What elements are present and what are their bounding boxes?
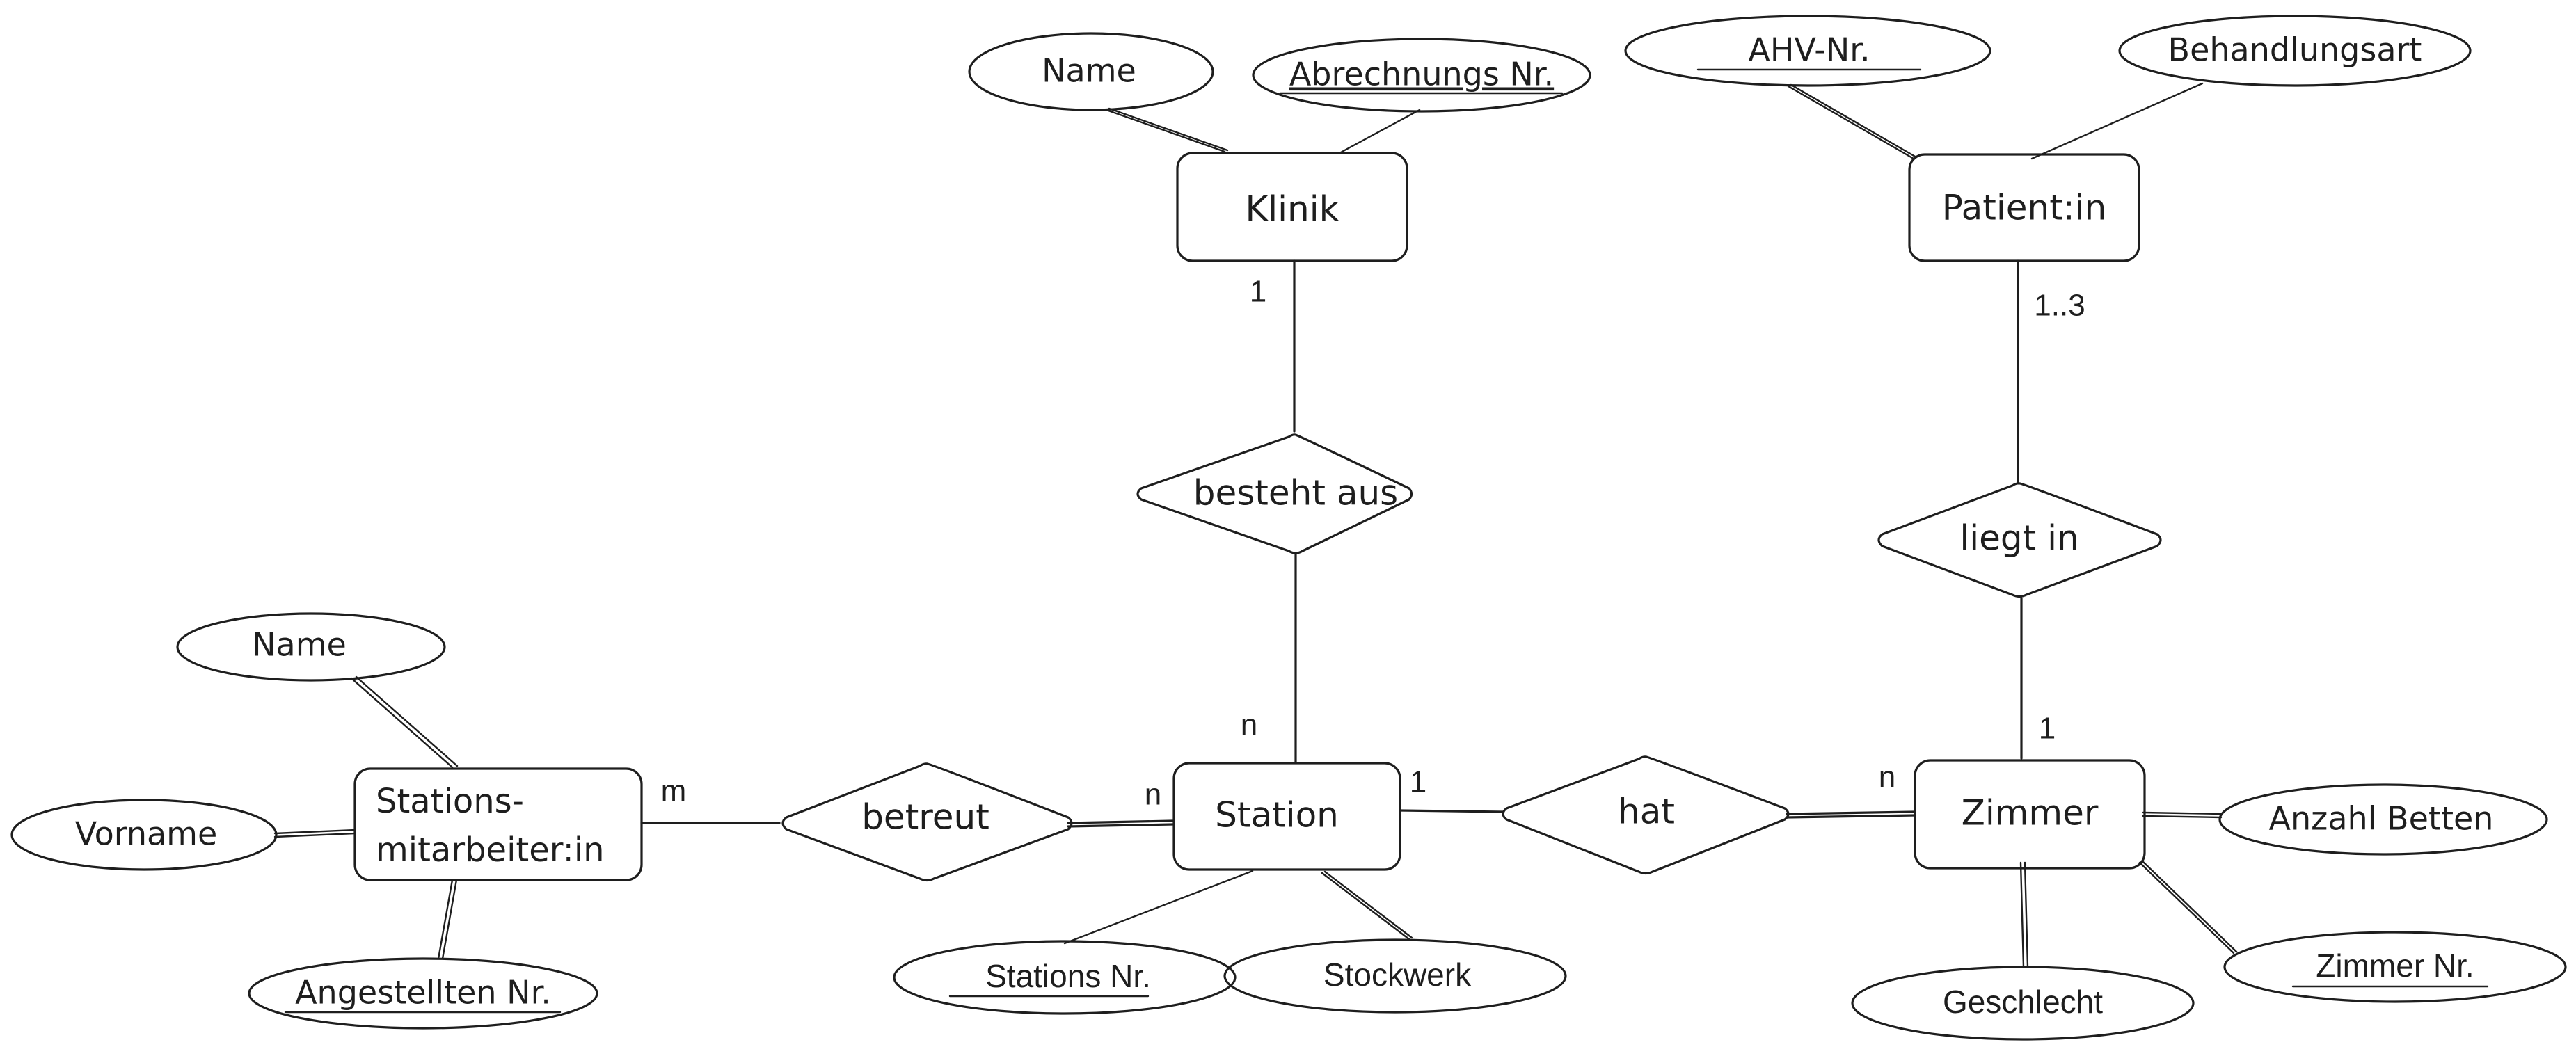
svg-text:Vorname: Vorname (75, 815, 218, 853)
line-station-nr (1063, 870, 1254, 945)
svg-text:Geschlecht: Geschlecht (1943, 984, 2103, 1020)
cardinality-klinik-besteht: 1 (1250, 275, 1266, 309)
line-station-stockwerk (1321, 872, 1410, 941)
attribute-zimmer-nr[interactable]: Zimmer Nr. (2223, 931, 2567, 1003)
attribute-mitarbeiter-vorname[interactable]: Vorname (10, 799, 278, 871)
cardinality-labels: 1 n 1..3 1 m n 1 n (661, 275, 2085, 812)
relationship-label: hat (1618, 792, 1675, 832)
attribute-patient-ahv-nr[interactable]: AHV-Nr. (1624, 15, 1991, 87)
line-klinik-abrechnungs (1338, 109, 1421, 154)
cardinality-station-besteht: n (1241, 708, 1257, 742)
svg-text:Anzahl Betten: Anzahl Betten (2269, 800, 2494, 838)
key-attribute-label: Abrechnungs Nr. (1289, 56, 1554, 93)
svg-text:Stockwerk: Stockwerk (1323, 957, 1472, 993)
entity-klinik[interactable]: Klinik (1176, 152, 1408, 262)
key-attribute-label: Stations Nr. (985, 958, 1151, 994)
attribute-zimmer-anzahl-betten[interactable]: Anzahl Betten (2218, 783, 2548, 856)
relationship-liegt-in[interactable]: liegt in (1877, 482, 2162, 598)
relationship-label: besteht aus (1193, 473, 1398, 513)
line-patient-ahv (1787, 85, 1915, 160)
attribute-zimmer-geschlecht[interactable]: Geschlecht (1851, 966, 2195, 1041)
line-mitarbeiter-name (350, 677, 454, 769)
attribute-klinik-name[interactable]: Name (968, 32, 1214, 111)
key-attribute-label: AHV-Nr. (1748, 31, 1870, 69)
connector-lines (273, 82, 2238, 968)
attribute-mitarbeiter-name[interactable]: Name (176, 612, 446, 682)
svg-text:Behandlungsart: Behandlungsart (2168, 31, 2422, 69)
attribute-mitarbeiter-angestellten-nr[interactable]: Angestellten Nr. (248, 957, 598, 1030)
line-station-hat (1399, 809, 1504, 813)
attribute-station-stations-nr[interactable]: Stations Nr. (893, 940, 1237, 1015)
entity-patient[interactable]: Patient:in (1908, 153, 2140, 262)
line-patient-behandlung (2030, 82, 2204, 160)
key-attribute-label: Zimmer Nr. (2316, 947, 2474, 984)
relationship-label: liegt in (1959, 518, 2078, 559)
entity-label: Patient:in (1942, 188, 2107, 228)
entity-label-line1: Stations- (376, 782, 524, 821)
entity-label-line2: mitarbeiter:in (376, 831, 605, 870)
entity-stationsmitarbeiter[interactable]: Stations- mitarbeiter:in (353, 767, 643, 881)
relationship-betreut[interactable]: betreut (781, 762, 1073, 882)
entity-label: Klinik (1245, 189, 1339, 230)
line-hat-zimmer (1786, 810, 1916, 815)
entity-label: Station (1215, 795, 1339, 835)
entity-label: Zimmer (1962, 793, 2099, 833)
cardinality-station-betreut: n (1145, 778, 1161, 812)
line-mitarbeiter-angestellten (437, 879, 454, 960)
line-zimmer-nr (2138, 861, 2235, 954)
cardinality-zimmer-hat: n (1879, 760, 1895, 794)
cardinality-station-hat: 1 (1410, 765, 1426, 799)
cardinality-mitarbeiter-betreut: m (661, 774, 687, 808)
svg-text:Name: Name (1042, 52, 1136, 90)
entity-station[interactable]: Station (1172, 762, 1401, 871)
relationship-besteht-aus[interactable]: besteht aus (1136, 433, 1413, 554)
cardinality-zimmer-liegt: 1 (2039, 712, 2056, 746)
line-zimmer-betten (2142, 811, 2223, 815)
attribute-klinik-abrechnungs-nr[interactable]: Abrechnungs Nr. (1252, 38, 1591, 113)
entity-zimmer[interactable]: Zimmer (1914, 759, 2146, 870)
relationship-hat[interactable]: hat (1502, 755, 1790, 875)
attribute-station-stockwerk[interactable]: Stockwerk (1223, 938, 1567, 1014)
line-betreut-station (1067, 819, 1174, 824)
attribute-patient-behandlungsart[interactable]: Behandlungsart (2118, 15, 2472, 87)
line-mitarbeiter-vorname (273, 829, 356, 835)
key-attribute-label: Angestellten Nr. (295, 974, 551, 1011)
svg-text:Name: Name (252, 626, 347, 664)
cardinality-patient-liegt: 1..3 (2034, 289, 2085, 323)
line-klinik-name (1105, 109, 1226, 153)
relationship-label: betreut (861, 797, 989, 838)
line-zimmer-geschlecht (2019, 861, 2025, 968)
